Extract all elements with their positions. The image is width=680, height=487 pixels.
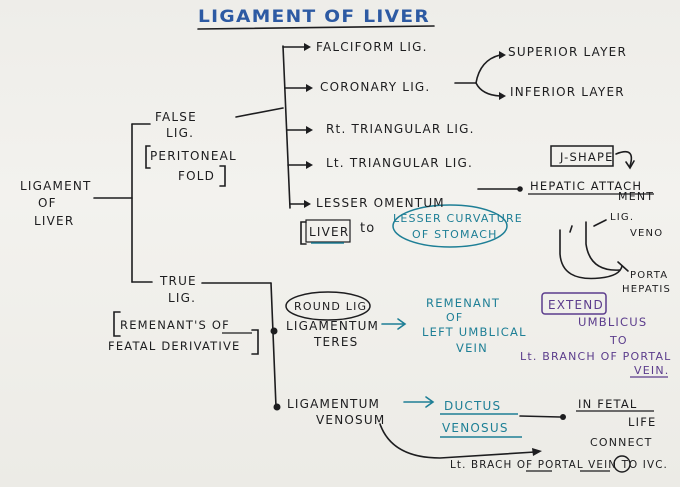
venosum-dot [273,403,281,411]
j-shape-curve-arrow [615,150,633,167]
page-title: LIGAMENT OF LIVER [198,7,430,27]
j-shape-sketch [585,221,621,271]
false-lig-line1: FALSE [155,110,197,124]
foetal-bracket-right [251,329,259,355]
remnant-line2: OF [446,311,463,324]
true-lig-line1: TRUE [159,274,197,288]
hepatic-attachment-line1: HEPATIC ATTACH [530,179,642,193]
peritoneal-line1: PERITONEAL [150,149,237,163]
remnant-line4: VEIN [456,341,488,355]
connect-label: CONNECT [590,436,653,449]
j-shape-box [550,145,614,167]
liver-bracket-left [300,221,307,245]
liver-label: LIVER [309,225,349,239]
connector-lines [93,25,635,459]
labels: LIGAMENT OF LIVER LIGAMENT OF LIVER FALS… [20,7,672,471]
foetal-bracket-left [113,311,121,337]
lt-triangular-arrow [306,161,313,169]
hepatic-dot [517,186,523,192]
rt-triangular-label: Rt. TRIANGULAR LIG. [326,122,475,136]
connector-markers [270,43,566,456]
venosum-curve-to-bottom [379,423,536,459]
root-label-line2: OF [38,196,57,210]
foetal-note-line2: FEATAL DERIVATIVE [108,339,240,353]
teres-line2: TERES [313,335,358,349]
inferior-arrow [499,92,506,100]
highlight-shapes [222,145,668,473]
fetal-line2: LIFE [628,415,656,429]
lt-branch-line1: Lt. BRANCH OF PORTAL [520,350,672,363]
teal-arrows [381,318,435,408]
lt-branch-line2: VEIN. [634,364,669,377]
bottom-arrow [532,448,542,456]
teres-to-remnant-arrow [381,318,407,330]
peritoneal-bracket-left [145,145,151,169]
remnant-line1: REMENANT [426,296,500,310]
sketch-lig-line2: VENO [630,228,663,239]
coronary-fork-lower [475,82,501,97]
title-underline [197,25,435,30]
coronary-fork-upper [475,54,501,84]
venosum-line1: LIGAMENTUM [287,397,380,411]
coronary-arrow [306,84,313,92]
venosum-to-fetal-line [519,415,561,418]
liver-box [305,219,351,243]
superior-layer-label: SUPERIOR LAYER [508,45,627,59]
true-lig-line2: LIG. [168,291,196,305]
coronary-label: CORONARY LIG. [320,80,430,94]
foetal-note-line1: REMENANT'S OF [120,318,230,332]
venosus-label: VENOSUS [442,421,509,435]
j-shape-sketch-outer [559,229,623,280]
extend-box [541,292,607,315]
false-lig-line2: LIG. [166,126,194,140]
sketch-lig-line1: LIG. [610,212,634,223]
lesser-omentum-label: LESSER OMENTUM [316,196,445,210]
peritoneal-line2: FOLD [178,169,215,183]
lesser-curvature-line2: OF STOMACH [412,228,498,241]
sketch-porta-line1: PORTA [630,270,668,281]
remnant-line3: LEFT UMBLICAL [422,325,527,339]
lesser-curvature-line1: LESSER CURVATURE [393,212,523,225]
sketch-porta-line2: HEPATIS [622,284,671,295]
superior-arrow [499,51,506,59]
inferior-layer-label: INFERIOR LAYER [510,85,625,99]
round-lig-label: ROUND LIG. [294,300,372,313]
round-lig-circle [285,291,371,321]
teres-line1: LIGAMENTUM [286,319,379,333]
true-lig-vertical-bracket [270,282,277,408]
peritoneal-bracket-right [219,165,226,187]
falciform-arrow [304,43,311,51]
umblicus-line1: UMBLICUS [578,315,647,329]
to-label: to [360,221,375,236]
rt-triangular-arrow [306,126,313,134]
falciform-label: FALCIFORM LIG. [316,40,428,54]
to-circle [613,455,631,473]
false-lig-to-branch-line [235,107,284,118]
fetal-dot [560,414,566,420]
j-shape-arrow-head [625,160,635,170]
sketch-porta-pointer [617,261,629,272]
venosum-line2: VENOSUM [316,413,385,427]
j-shape-label: J-SHAPE [559,150,614,164]
sketch-lig-pointer [593,219,607,227]
extend-label: EXTEND [548,298,604,312]
venosum-to-ductus-arrow [403,396,435,408]
root-label-line3: LIVER [34,214,74,228]
hepatic-attachment-line2: MENT [618,190,654,203]
j-shape-sketch-inner [569,225,573,233]
lesser-omentum-arrow [304,200,311,208]
bottom-line-label: Lt. BRACH OF PORTAL VEIN TO IVC. [450,458,668,471]
root-label-line1: LIGAMENT [20,179,92,193]
umblicus-line2: TO [609,334,628,347]
lt-triangular-label: Lt. TRIANGULAR LIG. [326,156,473,170]
teres-dot [270,327,278,335]
lesser-curvature-circle [392,204,508,248]
fetal-line1: IN FETAL [578,397,638,411]
false-lig-vertical-bracket [282,45,291,209]
ductus-label: DUCTUS [444,399,501,413]
